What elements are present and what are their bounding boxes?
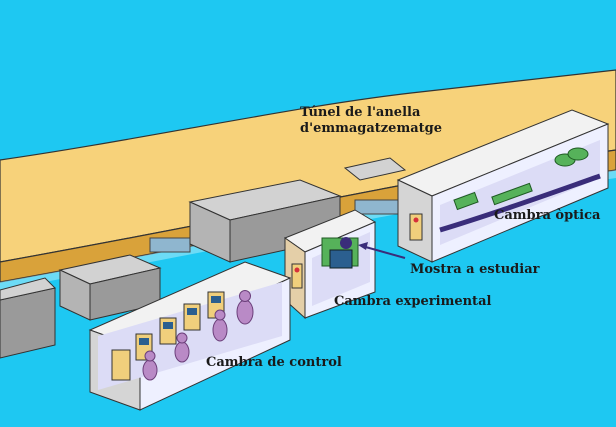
tunnel-label-line1: Túnel de l'anella <box>300 105 421 120</box>
experimental-hutch-label: Cambra experimental <box>334 294 492 309</box>
sample-arrow <box>358 242 406 259</box>
control-room <box>88 261 292 411</box>
control-room-label: Cambra de control <box>206 355 342 370</box>
tunnel-label-line2: d'emmagatzematge <box>300 121 442 136</box>
shielding-blocks <box>0 157 407 359</box>
optics-hutch-label: Cambra òptica <box>494 208 601 223</box>
sample-label: Mostra a estudiar <box>410 262 540 277</box>
optics-hutch <box>396 109 610 263</box>
